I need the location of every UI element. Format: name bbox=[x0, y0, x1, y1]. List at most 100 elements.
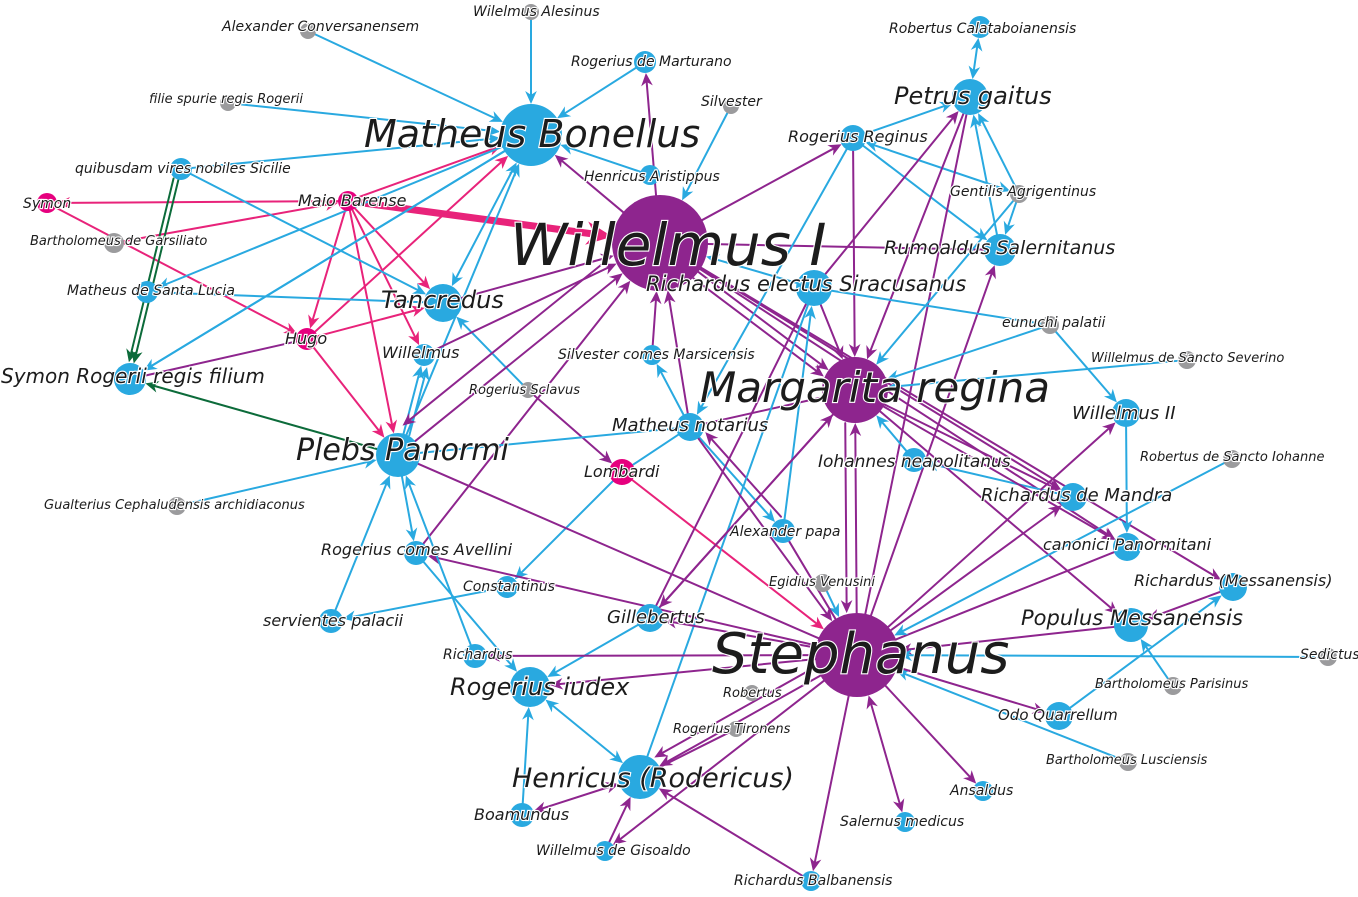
node-richardus-electus[interactable] bbox=[796, 270, 832, 306]
arrowhead-icon bbox=[598, 450, 613, 464]
node-label-stephanus: Stephanus bbox=[712, 622, 1009, 687]
node-richardus-messanensis[interactable] bbox=[1219, 573, 1247, 601]
edge-rogerius_avellini-to-rogerius_iudex bbox=[422, 561, 518, 672]
node-willelmus-ii[interactable] bbox=[1112, 399, 1140, 427]
node-populus-messanensis[interactable] bbox=[1114, 608, 1148, 642]
node-bartholomeus-parisinus[interactable] bbox=[1164, 677, 1182, 695]
node-quibusdam[interactable] bbox=[170, 158, 192, 180]
arrowhead-icon bbox=[324, 199, 339, 211]
arrowhead-icon bbox=[1104, 601, 1119, 614]
edge-stephanus-to-rogerius_iudex bbox=[549, 658, 817, 690]
node-canonici[interactable] bbox=[1113, 533, 1141, 561]
arrowhead-icon bbox=[848, 343, 861, 358]
node-egidius[interactable] bbox=[814, 574, 832, 592]
node-matheus-notarius[interactable] bbox=[676, 413, 704, 441]
edge-margarita-to-matheus_notarius bbox=[702, 396, 824, 425]
arrowhead-icon bbox=[617, 280, 631, 295]
arrowhead-icon bbox=[663, 616, 678, 629]
node-label-rogerius-marturano: Rogerius de Marturano bbox=[571, 54, 732, 70]
edge-rogerius_tironens-to-henricus_rodericus bbox=[658, 731, 730, 769]
node-henricus-rodericus[interactable] bbox=[618, 755, 662, 799]
node-symon[interactable] bbox=[37, 193, 57, 213]
node-hugo[interactable] bbox=[296, 328, 318, 350]
node-petrus-gaitus[interactable] bbox=[952, 79, 988, 115]
node-silvester-comes[interactable] bbox=[642, 345, 662, 365]
node-label-rogerius-sclavus: Rogerius Sclavus bbox=[469, 383, 580, 398]
node-willelmus[interactable] bbox=[413, 344, 435, 366]
node-label-egidius: Egidius Venusini bbox=[769, 575, 875, 590]
arrowhead-icon bbox=[898, 649, 913, 662]
node-matheus-santa-lucia[interactable] bbox=[136, 281, 158, 303]
edge-wilelmus_alesinus-to-matheus_bonellus bbox=[525, 19, 537, 104]
node-rogerius-sclavus[interactable] bbox=[520, 382, 536, 398]
arrowhead-icon bbox=[308, 314, 320, 329]
edge-alexander_papa-to-richardus_electus bbox=[783, 305, 816, 521]
node-silvester[interactable] bbox=[723, 98, 739, 114]
node-wilelmus-alesinus[interactable] bbox=[523, 4, 539, 20]
arrowhead-icon bbox=[410, 305, 425, 317]
node-stephanus[interactable] bbox=[815, 613, 899, 697]
node-constantinus[interactable] bbox=[496, 576, 518, 598]
node-robertus-calataboianensis[interactable] bbox=[969, 16, 991, 38]
node-rogerius-reginus[interactable] bbox=[840, 125, 866, 151]
node-label-constantinus: Constantinus bbox=[463, 579, 555, 595]
node-richardus-de-mandra[interactable] bbox=[1059, 483, 1087, 511]
arrowhead-icon bbox=[427, 552, 442, 565]
edge-stephanus-to-ansaldus bbox=[884, 684, 977, 784]
node-margarita[interactable] bbox=[822, 357, 888, 423]
node-label-matheus-santa-lucia: Matheus de Santa Lucia bbox=[67, 283, 235, 299]
node-label-alexander-papa: Alexander papa bbox=[729, 524, 840, 540]
node-label-wilelmus-alesinus: Wilelmus Alesinus bbox=[473, 4, 600, 20]
edge-margarita-to-populus_messanensis bbox=[879, 410, 1119, 614]
node-richardus-balbanensis[interactable] bbox=[801, 871, 821, 891]
node-salernus[interactable] bbox=[895, 812, 915, 832]
node-gillebertus[interactable] bbox=[636, 604, 664, 632]
node-label-richardus-electus: Richardus electus Siracusanus bbox=[646, 272, 966, 296]
node-willelmus-i[interactable] bbox=[612, 195, 708, 291]
node-robertus-iohanne[interactable] bbox=[1223, 450, 1241, 468]
node-iohannes[interactable] bbox=[902, 448, 926, 472]
node-gentilis[interactable] bbox=[1010, 185, 1028, 203]
node-alexander-conversanensem[interactable] bbox=[300, 23, 316, 39]
edge-alexander_papa-to-stephanus bbox=[788, 540, 837, 620]
node-lombardi[interactable] bbox=[609, 459, 635, 485]
nodes-layer bbox=[37, 4, 1337, 891]
node-gualterius[interactable] bbox=[168, 497, 186, 515]
node-label-maio-barense: Maio Barense bbox=[298, 191, 407, 210]
arrowhead-icon bbox=[157, 277, 172, 289]
node-label-richardus: Richardus bbox=[443, 647, 513, 663]
node-ansaldus[interactable] bbox=[973, 781, 993, 801]
edge-matheus_notarius-to-silvester_comes bbox=[656, 363, 685, 416]
node-bartholomeus-garsiliato[interactable] bbox=[104, 233, 124, 253]
edge-willelmus_i-to-plebs_panormi bbox=[402, 256, 612, 426]
node-richardus[interactable] bbox=[463, 644, 487, 668]
node-rogerius-iudex[interactable] bbox=[510, 667, 550, 707]
node-alexander-papa[interactable] bbox=[771, 519, 795, 543]
node-servientes[interactable] bbox=[319, 609, 343, 633]
node-sedictus[interactable] bbox=[1319, 648, 1337, 666]
node-label-hugo: Hugo bbox=[285, 329, 327, 348]
edge-stephanus-to-rumoaldus bbox=[869, 265, 996, 617]
node-bartholomeus-lusciensis[interactable] bbox=[1119, 753, 1137, 771]
edge-maio_barense-to-symon bbox=[56, 196, 340, 209]
node-filie-spurie[interactable] bbox=[220, 95, 236, 111]
node-robertus[interactable] bbox=[744, 685, 760, 701]
node-matheus-bonellus[interactable] bbox=[500, 104, 562, 166]
node-willelmus-severino[interactable] bbox=[1178, 351, 1196, 369]
node-rogerius-marturano[interactable] bbox=[634, 51, 656, 73]
node-maio-barense[interactable] bbox=[338, 191, 358, 211]
node-willelmus-gisoaldo[interactable] bbox=[595, 841, 615, 861]
node-rumoaldus[interactable] bbox=[984, 234, 1016, 266]
node-tancredus[interactable] bbox=[424, 284, 462, 322]
node-label-robertus-iohanne: Robertus de Sancto Iohanne bbox=[1140, 450, 1324, 465]
node-henricus-aristippus[interactable] bbox=[640, 165, 660, 185]
edge-rumoaldus-to-petrus_gaitus bbox=[970, 114, 998, 236]
node-eunuchi[interactable] bbox=[1041, 316, 1059, 334]
node-rogerius-tironens[interactable] bbox=[728, 721, 744, 737]
node-odo-quarrellum[interactable] bbox=[1045, 702, 1073, 730]
node-label-rogerius-reginus: Rogerius Reginus bbox=[788, 127, 928, 146]
node-symon-rogerii[interactable] bbox=[114, 363, 146, 395]
node-plebs-panormi[interactable] bbox=[376, 433, 420, 477]
node-rogerius-avellini[interactable] bbox=[404, 541, 428, 565]
node-boamundus[interactable] bbox=[510, 803, 534, 827]
